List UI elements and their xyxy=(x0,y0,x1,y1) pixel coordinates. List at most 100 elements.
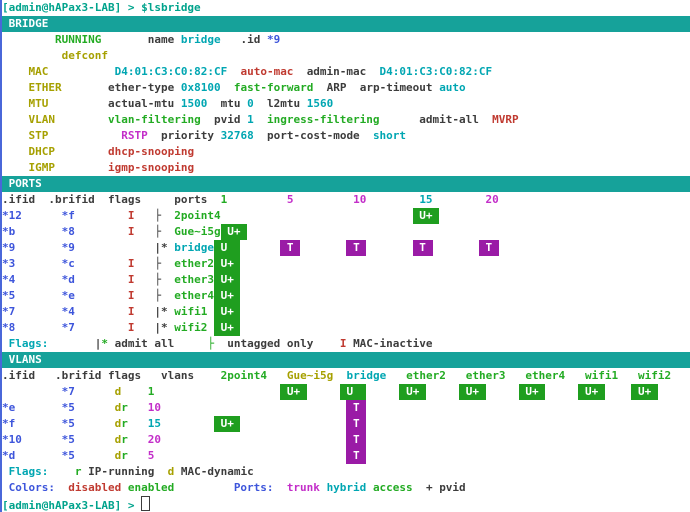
terminal-line: *7 *4 I |* wifi1 U+ xyxy=(2,304,690,320)
text-segment: untagged only xyxy=(227,337,314,350)
text-segment: *f xyxy=(2,417,16,430)
text-segment: 2point4 xyxy=(220,369,267,382)
vlan-membership-badge: T xyxy=(346,432,367,448)
terminal-line: MAC D4:01:C3:C0:82:CF auto-mac admin-mac… xyxy=(2,64,690,80)
text-segment: r xyxy=(121,449,128,462)
text-segment: DHCP xyxy=(28,145,56,158)
text-segment: I xyxy=(127,273,135,286)
text-segment: D4:01:C3:C0:82:CF xyxy=(379,65,493,78)
text-segment: access xyxy=(372,481,413,494)
text-segment: Ports: xyxy=(233,481,274,494)
text-segment: igmp-snooping xyxy=(107,161,195,174)
text-segment: ether4 xyxy=(525,369,566,382)
text-segment: D4:01:C3:C0:82:CF xyxy=(114,65,228,78)
text-segment: ether3 xyxy=(174,273,214,286)
terminal-line: [admin@hAPax3-LAB] > $lsbridge xyxy=(2,0,690,16)
text-segment: wifi2 xyxy=(637,369,672,382)
text-segment: vlans xyxy=(160,369,195,382)
text-segment: admit all xyxy=(114,337,175,350)
vlan-membership-badge: U+ xyxy=(220,224,248,240)
vlan-membership-badge: U xyxy=(339,384,367,400)
vlan-membership-badge: T xyxy=(280,240,301,256)
text-segment: *e xyxy=(2,401,16,414)
text-segment: STP xyxy=(28,129,49,142)
text-segment: MAC-dynamic xyxy=(180,465,254,478)
prompt: [admin@hAPax3-LAB] > xyxy=(2,499,135,512)
text-segment: IGMP xyxy=(28,161,56,174)
text-segment: pvid xyxy=(213,113,241,126)
terminal-line: STP RSTP priority 32768 port-cost-mode s… xyxy=(2,128,690,144)
text-segment: *e xyxy=(61,289,75,302)
terminal-cursor[interactable] xyxy=(141,496,151,511)
text-segment: ether2 xyxy=(406,369,446,382)
text-segment: VLAN xyxy=(28,113,56,126)
terminal-line: *e *5 dr 10 T xyxy=(2,400,690,416)
vlan-membership-badge: T xyxy=(346,400,367,416)
text-segment: *c xyxy=(61,257,75,270)
text-segment: I xyxy=(127,225,135,238)
text-segment: trunk xyxy=(286,481,320,494)
text-segment: Flags: xyxy=(8,465,49,478)
terminal-line: Flags: |* admit all ├ untagged only I MA… xyxy=(2,336,690,352)
text-segment: .brifid xyxy=(48,193,95,206)
vlan-membership-badge: U+ xyxy=(280,384,307,400)
text-segment: .ifid xyxy=(2,193,36,206)
terminal-line: *b *8 I ├ Gue~i5g U+ xyxy=(2,224,690,240)
text-segment: 0 xyxy=(247,97,254,110)
text-segment: dhcp-snooping xyxy=(107,145,195,158)
text-segment: *b xyxy=(2,225,16,238)
text-segment: vlan-filtering xyxy=(107,113,201,126)
terminal-line: VLAN vlan-filtering pvid 1 ingress-filte… xyxy=(2,112,690,128)
text-segment: *12 xyxy=(2,209,22,222)
text-segment: 1560 xyxy=(306,97,334,110)
text-segment: ├ xyxy=(154,209,161,222)
text-segment: ├ xyxy=(154,257,161,270)
terminal-line: MTU actual-mtu 1500 mtu 0 l2mtu 1560 xyxy=(2,96,690,112)
text-segment: RSTP xyxy=(121,129,148,142)
text-segment: 10 xyxy=(353,193,367,206)
text-segment: d xyxy=(114,417,122,430)
text-segment: .brifid xyxy=(55,369,102,382)
terminal-line: *4 *d I ├ ether3 U+ xyxy=(2,272,690,288)
text-segment: disabled xyxy=(68,481,122,494)
text-segment: short xyxy=(372,129,407,142)
text-segment: flags xyxy=(107,193,142,206)
text-segment: hybrid xyxy=(326,481,367,494)
text-segment: ingress-filtering xyxy=(266,113,380,126)
text-segment: 5 xyxy=(286,193,294,206)
text-segment: ├ xyxy=(154,225,161,238)
text-segment: mtu xyxy=(220,97,241,110)
vlan-membership-badge: U+ xyxy=(412,208,440,224)
text-segment: d xyxy=(167,465,175,478)
text-segment: d xyxy=(114,385,122,398)
text-segment: *5 xyxy=(61,401,75,414)
vlan-membership-badge: T xyxy=(346,240,367,256)
terminal-line: *f *5 dr 15 U+ T xyxy=(2,416,690,432)
text-segment: *7 xyxy=(61,321,75,334)
text-segment: .id xyxy=(240,33,261,46)
text-segment: *9 xyxy=(266,33,281,46)
text-segment: auto xyxy=(439,81,466,94)
command: $lsbridge xyxy=(141,1,201,14)
terminal-line: IGMP igmp-snooping xyxy=(2,160,690,176)
text-segment: ETHER xyxy=(28,81,62,94)
vlan-membership-badge: U+ xyxy=(518,384,546,400)
text-segment: d xyxy=(114,401,122,414)
section-header-bridge: BRIDGE xyxy=(2,16,690,32)
text-segment: |* xyxy=(154,321,168,334)
text-segment: *3 xyxy=(2,257,16,270)
text-segment: 1500 xyxy=(180,97,208,110)
text-segment: *9 xyxy=(61,241,75,254)
terminal-line: *d *5 dr 5 T xyxy=(2,448,690,464)
text-segment: 1 xyxy=(147,385,155,398)
text-segment: 1 xyxy=(220,193,228,206)
text-segment: *5 xyxy=(2,289,16,302)
section-header-ports: PORTS xyxy=(2,176,690,192)
terminal-line: *5 *e I ├ ether4 U+ xyxy=(2,288,690,304)
text-segment: *8 xyxy=(61,225,75,238)
terminal-line: *12 *f I ├ 2point4 U+ xyxy=(2,208,690,224)
text-segment: bridge xyxy=(174,241,214,254)
text-segment: I xyxy=(339,337,347,350)
text-segment: wifi1 xyxy=(174,305,208,318)
